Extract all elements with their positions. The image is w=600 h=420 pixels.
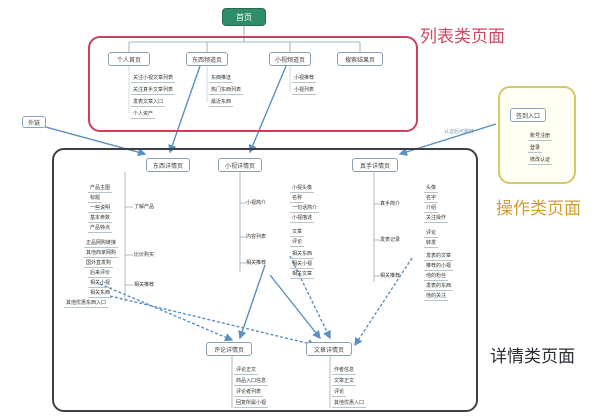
group-label: 内容列表 <box>246 234 267 240</box>
group-label: 相关推荐 <box>380 273 401 279</box>
detail-leaf: 发表的文章 <box>424 253 454 261</box>
detail-leaf: 评论者列表 <box>234 389 264 397</box>
group-label: 比价购买 <box>134 252 155 258</box>
video-detail-node[interactable]: 小视详情页 <box>218 158 262 172</box>
comment-detail-node[interactable]: 评论详情页 <box>206 342 252 356</box>
detail-leaf: 文章 <box>290 229 305 237</box>
detail-leaf: 发表的东西 <box>424 283 454 291</box>
detail-leaf: 名字 <box>424 195 439 203</box>
ops-pages-region <box>498 86 576 184</box>
list-leaf: 小视列表 <box>292 87 317 95</box>
list-bracket-lines <box>128 66 291 113</box>
detail-leaf: 一些说明 <box>88 205 113 213</box>
list-leaf: 热门东西列表 <box>209 87 244 95</box>
detail-leaf: 转发 <box>424 240 439 248</box>
group-label: 发表记录 <box>380 237 401 243</box>
detail-leaf: 标题 <box>88 195 103 203</box>
detail-leaf: 关注操作 <box>424 215 449 223</box>
detail-leaf: 相关小视 <box>290 261 315 269</box>
detail-leaf: 相关东西 <box>88 290 113 298</box>
detail-leaf: 介绍 <box>424 205 439 213</box>
detail-tree-lines <box>124 172 380 408</box>
detail-leaf: 名称 <box>290 195 305 203</box>
detail-leaf: 评论 <box>290 239 305 247</box>
article-detail-node[interactable]: 文章详情页 <box>306 342 352 356</box>
list-leaf: 关注小视文章列表 <box>131 75 176 83</box>
home-node[interactable]: 首页 <box>222 8 266 26</box>
goods-detail-node[interactable]: 东西详情页 <box>146 158 190 172</box>
detail-leaf: 作者信息 <box>332 367 357 375</box>
detail-leaf: 国外直发购 <box>84 260 114 268</box>
detail-leaf: 评论 <box>424 230 439 238</box>
detail-leaf: 一句话简介 <box>290 205 320 213</box>
auth-link-hint: 认证后可跳转 <box>444 129 475 135</box>
detail-leaf: 他的粉丝 <box>424 273 449 281</box>
detail-leaf: 他的关注 <box>424 293 449 301</box>
detail-leaf: 评论正文 <box>234 367 259 375</box>
list-leaf: 个人资产 <box>131 111 156 119</box>
detail-leaf: 相关东西 <box>290 251 315 259</box>
group-label: 相关推荐 <box>246 260 267 266</box>
external-link-node[interactable]: 外链 <box>22 116 46 128</box>
detail-leaf: 其他商家网购 <box>84 250 119 258</box>
detail-leaf: 回复所属小视 <box>234 400 269 408</box>
detail-region-label: 详情类页面 <box>490 347 575 367</box>
search-results-node[interactable]: 搜索结果页 <box>337 52 383 66</box>
list-leaf: 东西推送 <box>209 75 234 83</box>
dashed-arrows <box>99 255 413 348</box>
personal-home-node[interactable]: 个人首页 <box>108 52 150 66</box>
list-leaf: 关注真手文章列表 <box>131 87 176 95</box>
detail-leaf: 相关文章 <box>290 271 315 279</box>
detail-leaf: 评论 <box>332 389 347 397</box>
list-leaf: 发表文章入口 <box>131 99 166 107</box>
root-tree-lines <box>128 26 361 52</box>
detail-leaf: 小视头像 <box>290 185 315 193</box>
detail-leaf: 相关小视 <box>88 280 113 288</box>
detail-pages-region <box>52 148 478 412</box>
detail-leaf: 产品特点 <box>88 225 113 233</box>
detail-leaf: 推荐的小视 <box>424 263 454 271</box>
ops-leaf: 账号注册 <box>528 133 553 141</box>
group-label: 相关推荐 <box>134 282 155 288</box>
detail-leaf: 商品入口信息 <box>234 378 269 386</box>
list-leaf: 最近东西 <box>209 99 234 107</box>
ops-region-label: 操作类页面 <box>496 199 581 219</box>
detail-leaf: 文章正文 <box>332 378 357 386</box>
detail-leaf: 产品主图 <box>88 185 113 193</box>
group-label: 真手简介 <box>380 201 401 207</box>
list-leaf: 小视推荐 <box>292 75 317 83</box>
detail-leaf: 其他优惠东西入口 <box>64 300 109 308</box>
signin-entry-node[interactable]: 签到入口 <box>510 108 546 122</box>
list-region-label: 列表类页面 <box>420 27 505 47</box>
detail-leaf: 基本参数 <box>88 215 113 223</box>
goods-channel-node[interactable]: 东西频道页 <box>186 52 228 66</box>
detail-leaf: 小视描述 <box>290 215 315 223</box>
detail-leaf: 头像 <box>424 185 439 193</box>
master-detail-node[interactable]: 真手详情页 <box>352 158 398 172</box>
detail-leaf: 后来评价 <box>88 270 113 278</box>
detail-leaf: 其他优惠入口 <box>332 400 367 408</box>
ops-leaf: 登录 <box>528 145 543 153</box>
ops-leaf: 修改认证 <box>528 157 553 165</box>
detail-leaf: 正品网购链接 <box>84 240 119 248</box>
list-pages-region <box>88 36 418 132</box>
video-channel-node[interactable]: 小视频道页 <box>269 52 311 66</box>
group-label: 了解产品 <box>134 204 155 210</box>
group-label: 小视简介 <box>246 200 267 206</box>
